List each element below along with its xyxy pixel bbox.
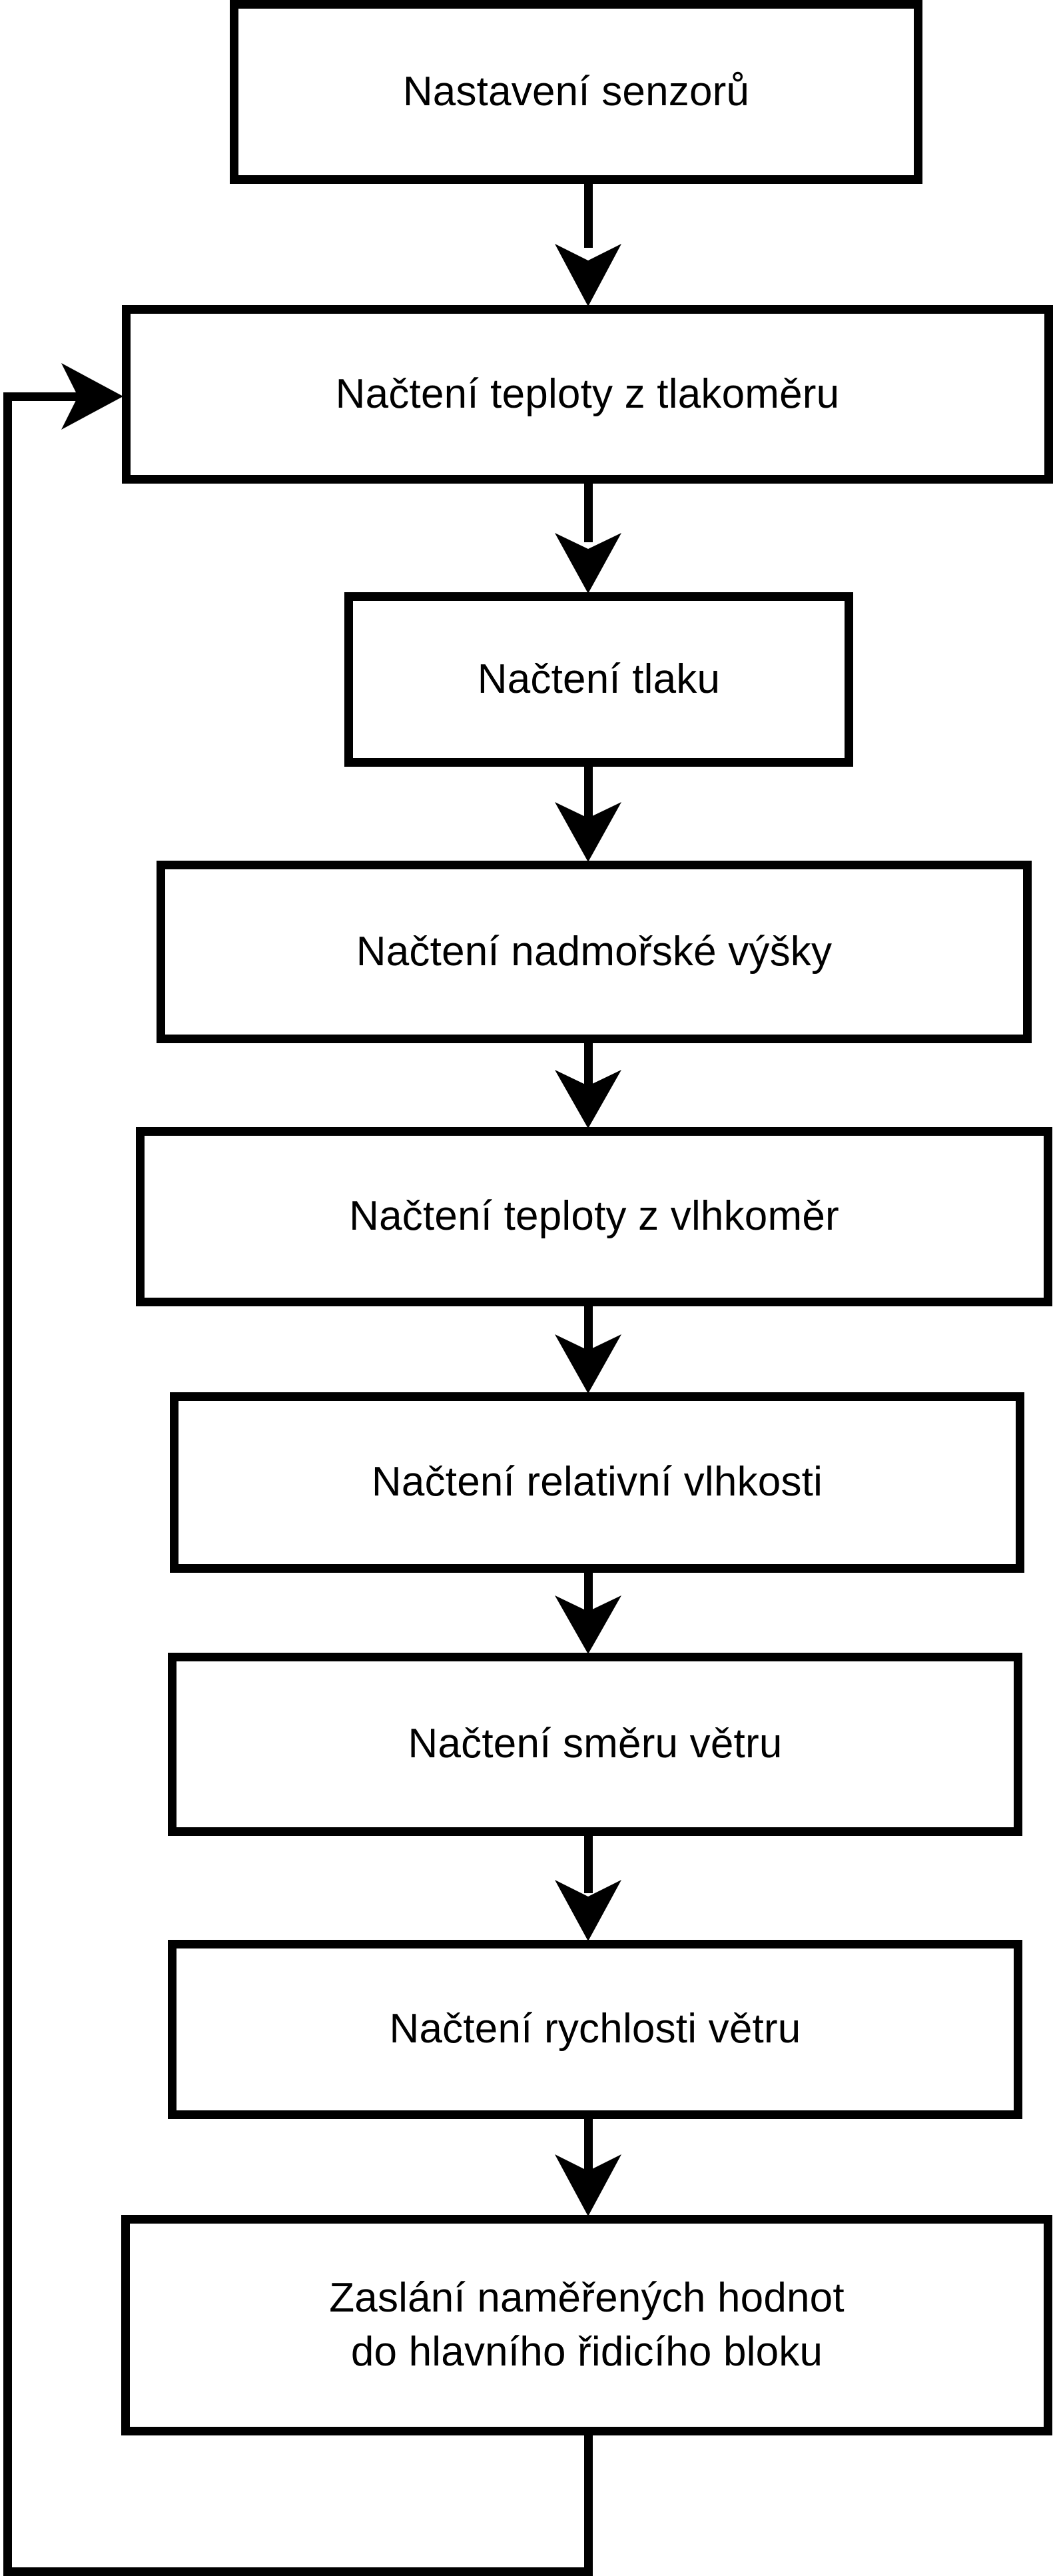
edge-arrow-down-8 [555, 2119, 621, 2216]
flow-node-nacteni-relativni-vlhkosti[interactable]: Načtení relativní vlhkosti [170, 1392, 1024, 1573]
flow-node-nacteni-teploty-tlakomer[interactable]: Načtení teploty z tlakoměru [122, 305, 1053, 484]
flow-node-label: Načtení relativní vlhkosti [371, 1459, 823, 1505]
edge-loop-back [3, 363, 593, 2576]
flow-node-label: Načtení teploty z tlakoměru [335, 370, 840, 417]
flow-node-nastaveni-senzoru[interactable]: Nastavení senzorů [230, 0, 922, 184]
flow-node-label: Načtení tlaku [477, 655, 721, 702]
flow-node-nacteni-teploty-vlhkomer[interactable]: Načtení teploty z vlhkoměr [136, 1127, 1052, 1306]
edge-arrow-down-4 [555, 1043, 621, 1128]
flow-node-label: Načtení teploty z vlhkoměr [349, 1193, 839, 1240]
edge-arrow-down-2 [555, 484, 621, 594]
flow-node-label: Zaslání naměřených hodnot do hlavního ři… [329, 2274, 845, 2375]
flow-node-label: Načtení nadmořské výšky [356, 928, 833, 975]
flow-node-nacteni-rychlosti-vetru[interactable]: Načtení rychlosti větru [168, 1940, 1022, 2119]
flow-node-zaslani-namerenych-hodnot[interactable]: Zaslání naměřených hodnot do hlavního ři… [121, 2215, 1052, 2435]
flow-node-label: Načtení směru větru [408, 1721, 783, 1767]
flow-node-nacteni-smeru-vetru[interactable]: Načtení směru větru [168, 1653, 1022, 1836]
edge-arrow-down-5 [555, 1306, 621, 1394]
flow-node-label: Načtení rychlosti větru [389, 2006, 801, 2052]
edge-arrow-down-6 [555, 1573, 621, 1654]
edge-arrow-down-3 [555, 767, 621, 862]
edge-arrow-down-1 [555, 184, 621, 306]
flow-node-nacteni-nadmorske-vysky[interactable]: Načtení nadmořské výšky [157, 861, 1032, 1043]
flow-node-nacteni-tlaku[interactable]: Načtení tlaku [344, 592, 853, 767]
edge-arrow-down-7 [555, 1836, 621, 1941]
flow-node-label: Nastavení senzorů [402, 68, 750, 115]
